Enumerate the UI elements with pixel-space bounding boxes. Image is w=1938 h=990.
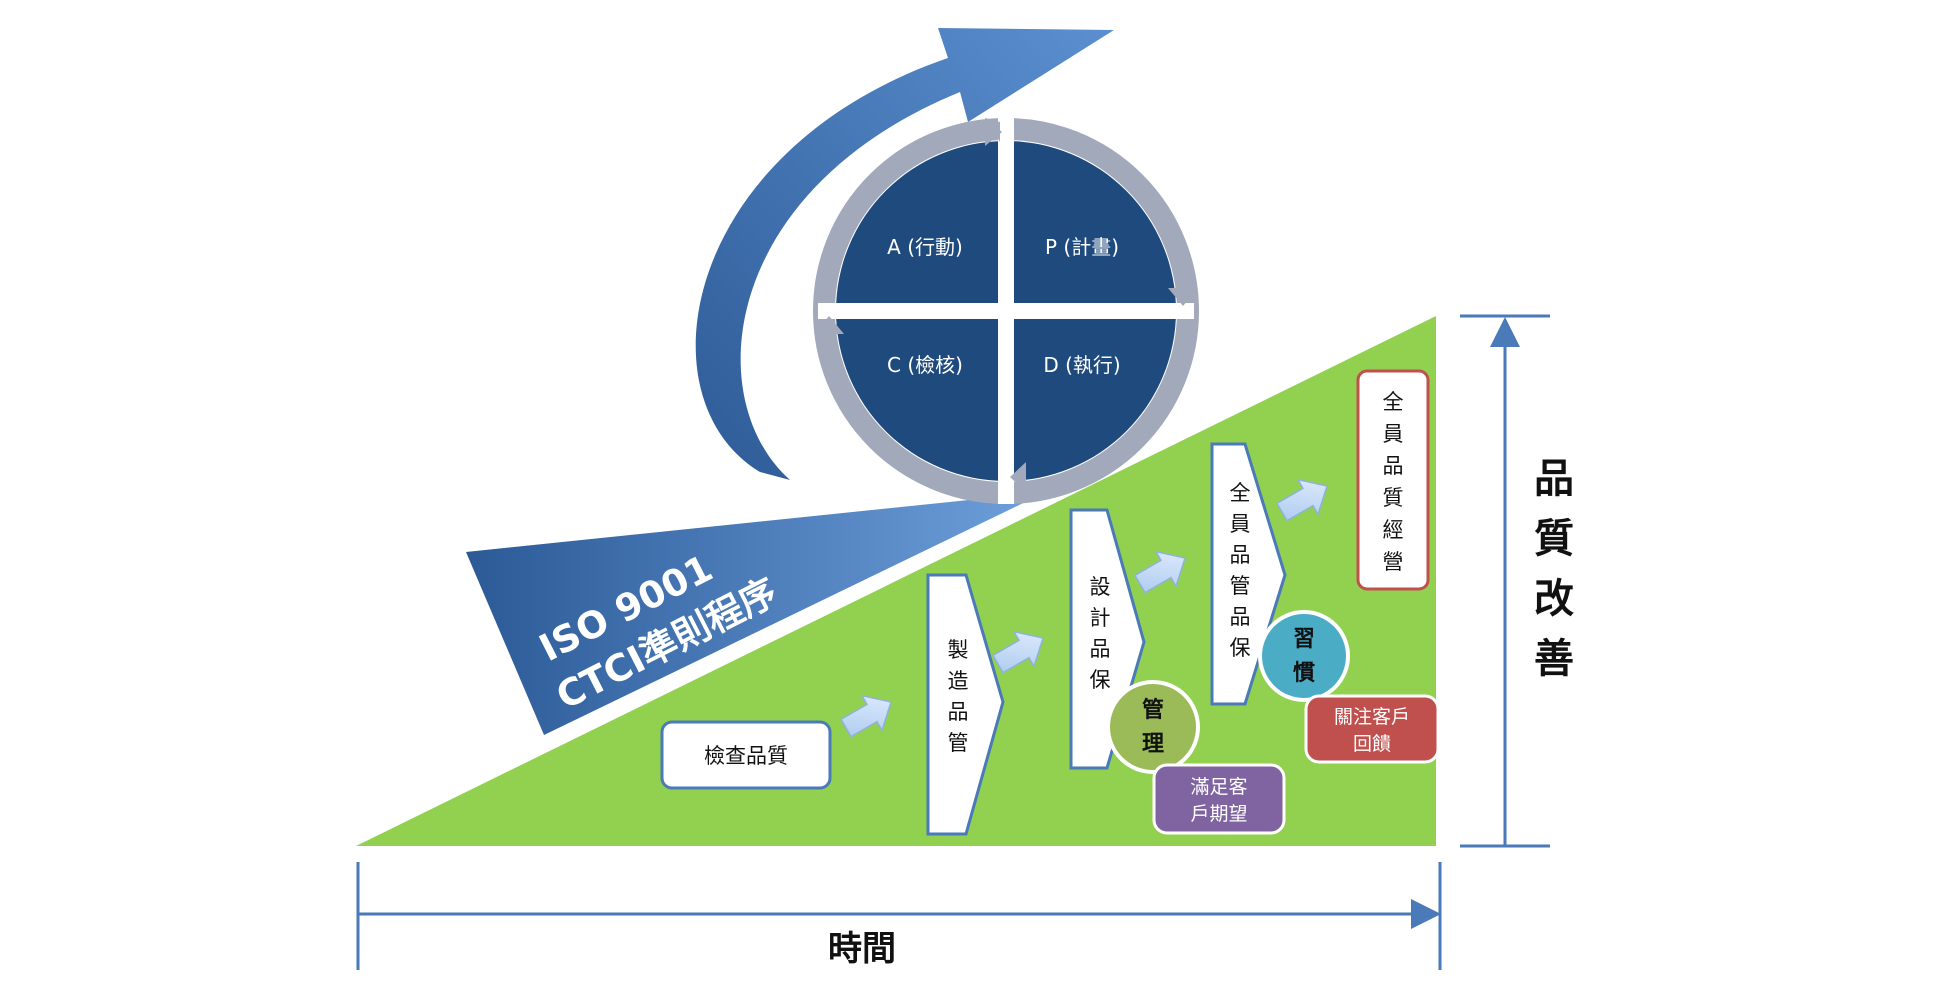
progress-arrow-icon (1275, 478, 1328, 522)
management-circle (1106, 680, 1200, 774)
progress-arrow-icon (991, 630, 1044, 674)
time-axis: 時間 (356, 862, 1442, 970)
stage-tqm-char: 經 (1383, 518, 1404, 542)
pdca-cycle: A (行動) P (計畫) C (檢核) D (執行) (813, 118, 1199, 504)
quality-axis: 品 質 改 善 (1460, 314, 1574, 848)
ring-arrow-left-icon (814, 316, 844, 334)
satisfy-line2: 戶期望 (1190, 803, 1247, 825)
stage-design-char: 保 (1090, 668, 1111, 692)
progress-arrow-icon (839, 694, 892, 738)
ring-arrow-right-icon (1168, 288, 1198, 306)
satisfy-line1: 滿足客 (1190, 776, 1247, 798)
habit-char: 習 (1293, 627, 1315, 652)
stage-all-staff-qa-char: 全 (1230, 481, 1251, 505)
stage-manufacturing-char: 品 (948, 700, 969, 724)
stage-inspection-label: 檢查品質 (704, 744, 788, 768)
quality-axis-char: 改 (1534, 576, 1574, 622)
stage-manufacturing-char: 管 (948, 731, 969, 755)
ring-arrow-top-head (985, 118, 1002, 146)
stage-inspection-box (660, 720, 832, 790)
feedback-line2: 回饋 (1353, 733, 1391, 755)
stage-design-char: 品 (1090, 637, 1111, 661)
stage-manufacturing-label: 製 造 品 管 (948, 638, 969, 755)
feedback-line1: 關注客戶 (1334, 706, 1410, 728)
stage-all-staff-qa-char: 保 (1230, 636, 1251, 660)
pdca-check-label: C (檢核) (887, 353, 963, 377)
pdca-plan-label: P (計畫) (1045, 235, 1119, 259)
management-char: 管 (1142, 697, 1164, 723)
satisfy-customer-tag (1152, 763, 1286, 835)
stage-all-staff-qa-char: 品 (1230, 605, 1251, 629)
time-axis-label: 時間 (828, 929, 896, 969)
quality-axis-label: 品 質 改 善 (1534, 456, 1574, 682)
stage-tqm-char: 質 (1383, 486, 1404, 510)
stage-tqm-label: 全 員 品 質 經 營 (1383, 390, 1404, 574)
stage-all-staff-qa-char: 管 (1230, 574, 1251, 598)
stage-all-staff-qa-char: 品 (1230, 543, 1251, 567)
stage-tqm-char: 營 (1383, 550, 1404, 574)
quality-axis-char: 品 (1534, 456, 1574, 502)
progress-arrow-icon (1133, 550, 1186, 594)
stage-tqm-box (1356, 369, 1430, 591)
customer-feedback-tag (1304, 694, 1440, 764)
stage-tqm-char: 員 (1383, 422, 1404, 446)
stage-manufacturing-shape (926, 573, 1005, 836)
management-char: 理 (1142, 732, 1164, 757)
iso-banner (466, 492, 1046, 735)
quality-axis-char: 善 (1534, 636, 1574, 682)
stage-design-label: 設 計 品 保 (1090, 575, 1111, 692)
pdca-act-label: A (行動) (887, 235, 963, 259)
stage-manufacturing-char: 製 (948, 638, 969, 662)
ring-arrow-bottom-icon (1010, 462, 1026, 492)
habit-char: 慣 (1293, 660, 1315, 686)
stage-design-char: 計 (1090, 606, 1111, 630)
pdca-do-label: D (執行) (1043, 353, 1120, 377)
stage-tqm-char: 全 (1383, 390, 1404, 414)
cycle-arrow-icon (695, 28, 1114, 480)
stage-design-char: 設 (1090, 575, 1111, 599)
stage-all-staff-qa-label: 全 員 品 管 品 保 (1230, 481, 1251, 660)
progress-arrows (839, 478, 1328, 738)
quality-axis-char: 質 (1534, 516, 1574, 562)
stage-all-staff-qa-char: 員 (1230, 512, 1251, 536)
stage-manufacturing-char: 造 (948, 669, 969, 693)
stage-tqm-char: 品 (1383, 454, 1404, 478)
habit-circle (1258, 610, 1350, 702)
